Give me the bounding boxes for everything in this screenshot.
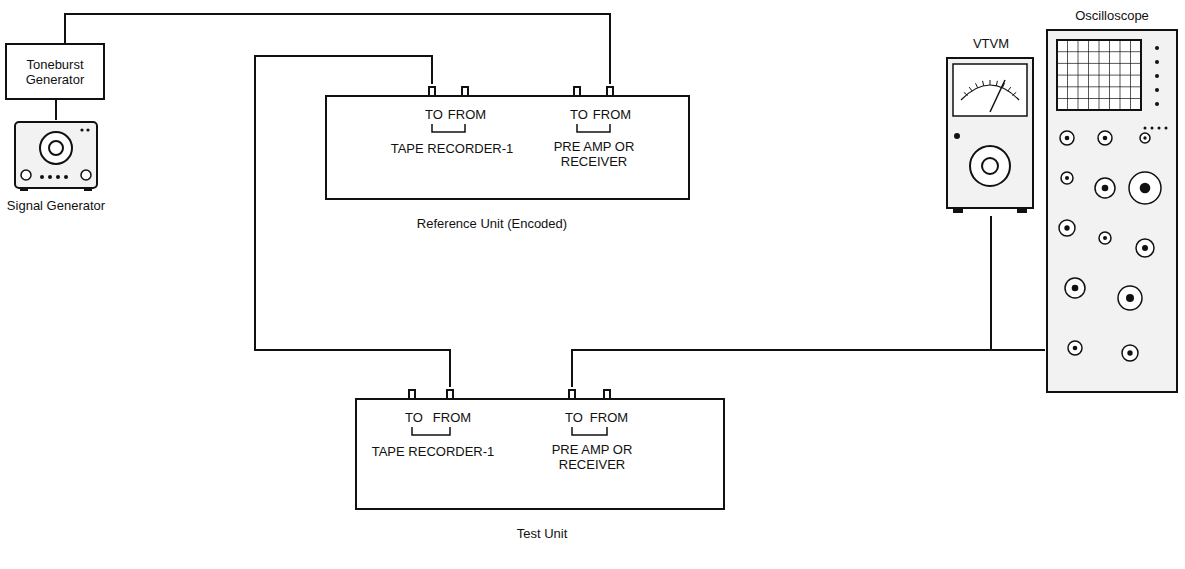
vtvm-meter: VTVM — [945, 36, 1037, 216]
bracket-lines — [357, 400, 723, 450]
oscilloscope: Oscilloscope — [1045, 8, 1179, 400]
vtvm-symbol — [945, 56, 1037, 216]
jack-terminal — [606, 86, 614, 95]
jack-terminal — [408, 389, 416, 398]
label-text: TO — [570, 107, 588, 122]
test-unit: TO FROM TAPE RECORDER-1 TO FROM PRE AMP OR RE… — [355, 398, 725, 510]
reference-unit: TO FROM TAPE RECORDER-1 TO FROM PRE AMP OR RE… — [325, 95, 690, 200]
jack-terminal — [428, 86, 436, 95]
signal-generator: Signal Generator — [12, 120, 100, 220]
label-text: TO — [405, 410, 423, 425]
connector-wire — [572, 350, 1045, 387]
oscilloscope-symbol — [1045, 28, 1179, 398]
connector-wire — [55, 100, 57, 120]
label-text: FROM — [593, 107, 631, 122]
label-text: TAPE RECORDER-1 — [372, 444, 495, 459]
label-text: FROM — [448, 107, 486, 122]
jack-terminal — [573, 86, 581, 95]
label-text: TO — [425, 107, 443, 122]
label-text: Oscilloscope — [1075, 8, 1149, 23]
label-text: PRE AMP OR RECEIVER — [551, 442, 633, 472]
label-text: Reference Unit (Encoded) — [417, 216, 567, 231]
signal-generator-symbol — [12, 120, 100, 192]
label-text: TAPE RECORDER-1 — [391, 141, 514, 156]
label-text: FROM — [590, 410, 628, 425]
jack-terminal — [568, 389, 576, 398]
label-text: Signal Generator — [7, 198, 105, 213]
label-text: PRE AMP OR RECEIVER — [553, 139, 635, 169]
connector-wire — [65, 14, 610, 84]
label-text: Test Unit — [517, 526, 568, 541]
connector-wire — [572, 216, 991, 387]
label-text: Toneburst Generator — [11, 57, 99, 87]
label-text: VTVM — [973, 36, 1009, 51]
label-text: FROM — [433, 410, 471, 425]
jack-terminal — [603, 389, 611, 398]
jack-terminal — [446, 389, 454, 398]
label-text: TO — [565, 410, 583, 425]
generator-box: Toneburst Generator — [5, 43, 105, 100]
jack-terminal — [461, 86, 469, 95]
